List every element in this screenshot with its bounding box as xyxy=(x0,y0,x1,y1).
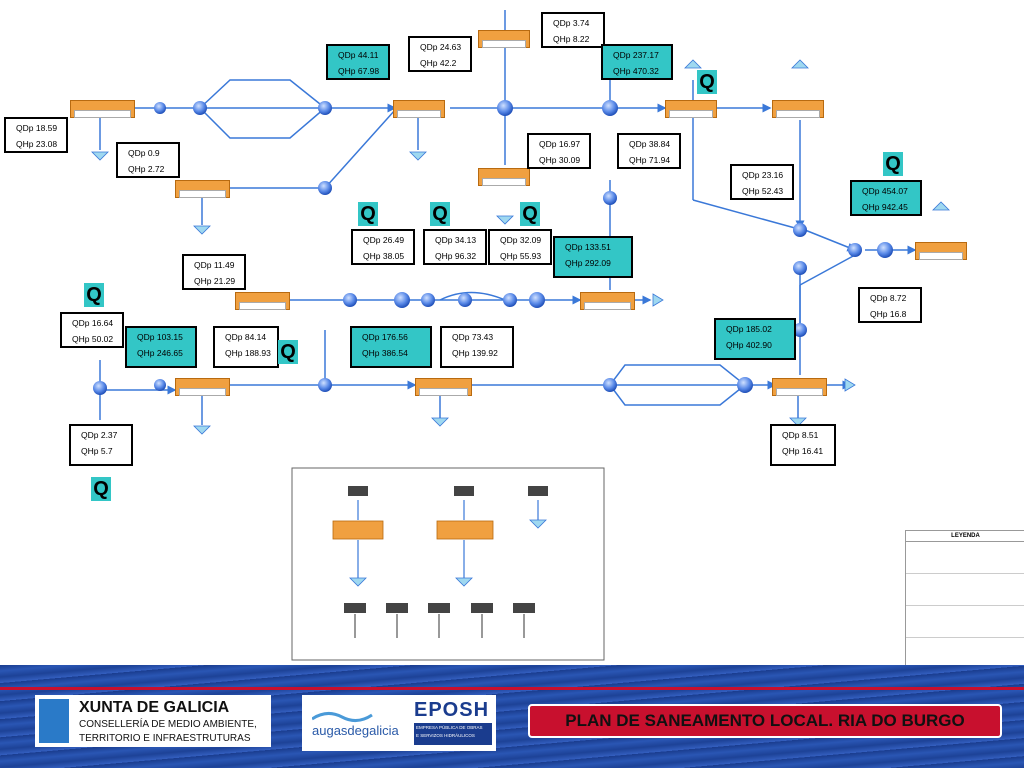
q-marker: Q xyxy=(278,340,298,364)
legend-row xyxy=(906,606,1024,638)
eposh-bar xyxy=(414,723,492,745)
legend-row xyxy=(906,574,1024,606)
xunta-shield-icon xyxy=(39,699,69,743)
wwtp-station xyxy=(915,242,967,260)
footer-banner: XUNTA DE GALICIA CONSELLERÍA DE MEDIO AM… xyxy=(0,665,1024,768)
conselleria-line: CONSELLERÍA DE MEDIO AMBIENTE, xyxy=(79,719,257,730)
pump-station xyxy=(478,30,530,48)
conselleria-line: TERRITORIO E INFRAESTRUTURAS xyxy=(79,733,251,744)
eposh-subtitle: E SERVIZOS HIDRÁULICOS xyxy=(416,733,475,738)
legend: LEYENDA xyxy=(905,530,1024,670)
pump-station xyxy=(772,378,827,396)
q-marker: Q xyxy=(84,283,104,307)
pump-station xyxy=(235,292,290,310)
pump-station xyxy=(393,100,445,118)
augas-eposh-logo: augasdegalicia EPOSH EMPRESA PÚBLICA DE … xyxy=(302,695,496,751)
q-marker: Q xyxy=(883,152,903,176)
q-marker: Q xyxy=(430,202,450,226)
q-marker: Q xyxy=(358,202,378,226)
legend-title: LEYENDA xyxy=(906,531,1024,542)
pump-station xyxy=(772,100,824,118)
q-marker: Q xyxy=(697,70,717,94)
eposh-wordmark: EPOSH xyxy=(414,699,490,721)
augas-wordmark: augasdegalicia xyxy=(312,723,399,738)
pump-station xyxy=(478,168,530,186)
xunta-logo: XUNTA DE GALICIA CONSELLERÍA DE MEDIO AM… xyxy=(35,695,271,747)
q-marker: Q xyxy=(91,477,111,501)
xunta-name: XUNTA DE GALICIA xyxy=(79,699,230,716)
pump-station xyxy=(70,100,135,118)
pump-station xyxy=(580,292,635,310)
eposh-subtitle: EMPRESA PÚBLICA DE OBRAS xyxy=(416,725,483,730)
plan-title: PLAN DE SANEAMENTO LOCAL. RIA DO BURGO xyxy=(565,711,965,730)
q-marker: Q xyxy=(520,202,540,226)
plan-title-box: PLAN DE SANEAMENTO LOCAL. RIA DO BURGO xyxy=(528,704,1002,738)
pump-station xyxy=(665,100,717,118)
footer-divider xyxy=(0,687,1024,690)
pump-station xyxy=(175,180,230,198)
wave-icon xyxy=(312,712,373,722)
legend-row xyxy=(906,542,1024,574)
pump-station xyxy=(415,378,472,396)
pump-station xyxy=(175,378,230,396)
